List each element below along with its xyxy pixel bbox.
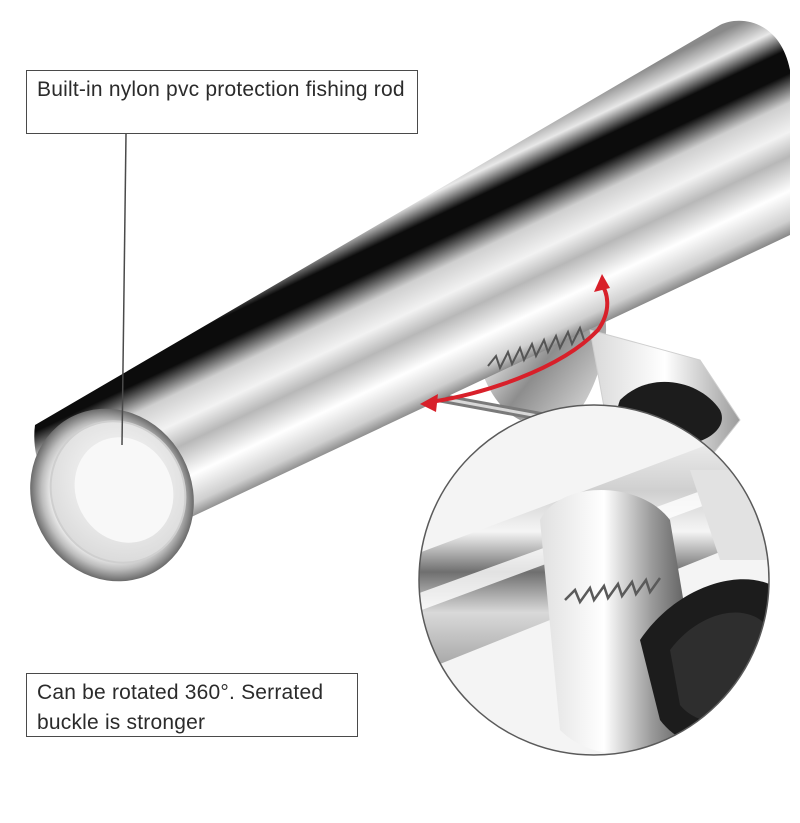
zoom-serrated-teeth: [564, 577, 662, 605]
tube-body: [34, 20, 790, 544]
callout-pvc-protection: Built-in nylon pvc protection fishing ro…: [26, 70, 418, 134]
zoom-clamp: [690, 470, 769, 560]
zoom-circle-border: [418, 404, 770, 756]
pvc-liner-inner: [74, 437, 174, 543]
callout-rotation: Can be rotated 360°. Serrated buckle is …: [26, 673, 358, 737]
callout-leader-line: [121, 133, 127, 446]
detail-zoom-circle: [418, 404, 770, 756]
rod-holder: [30, 20, 790, 582]
serrated-buckle: [487, 325, 585, 371]
rotate-360-arrow-icon: [420, 274, 610, 412]
